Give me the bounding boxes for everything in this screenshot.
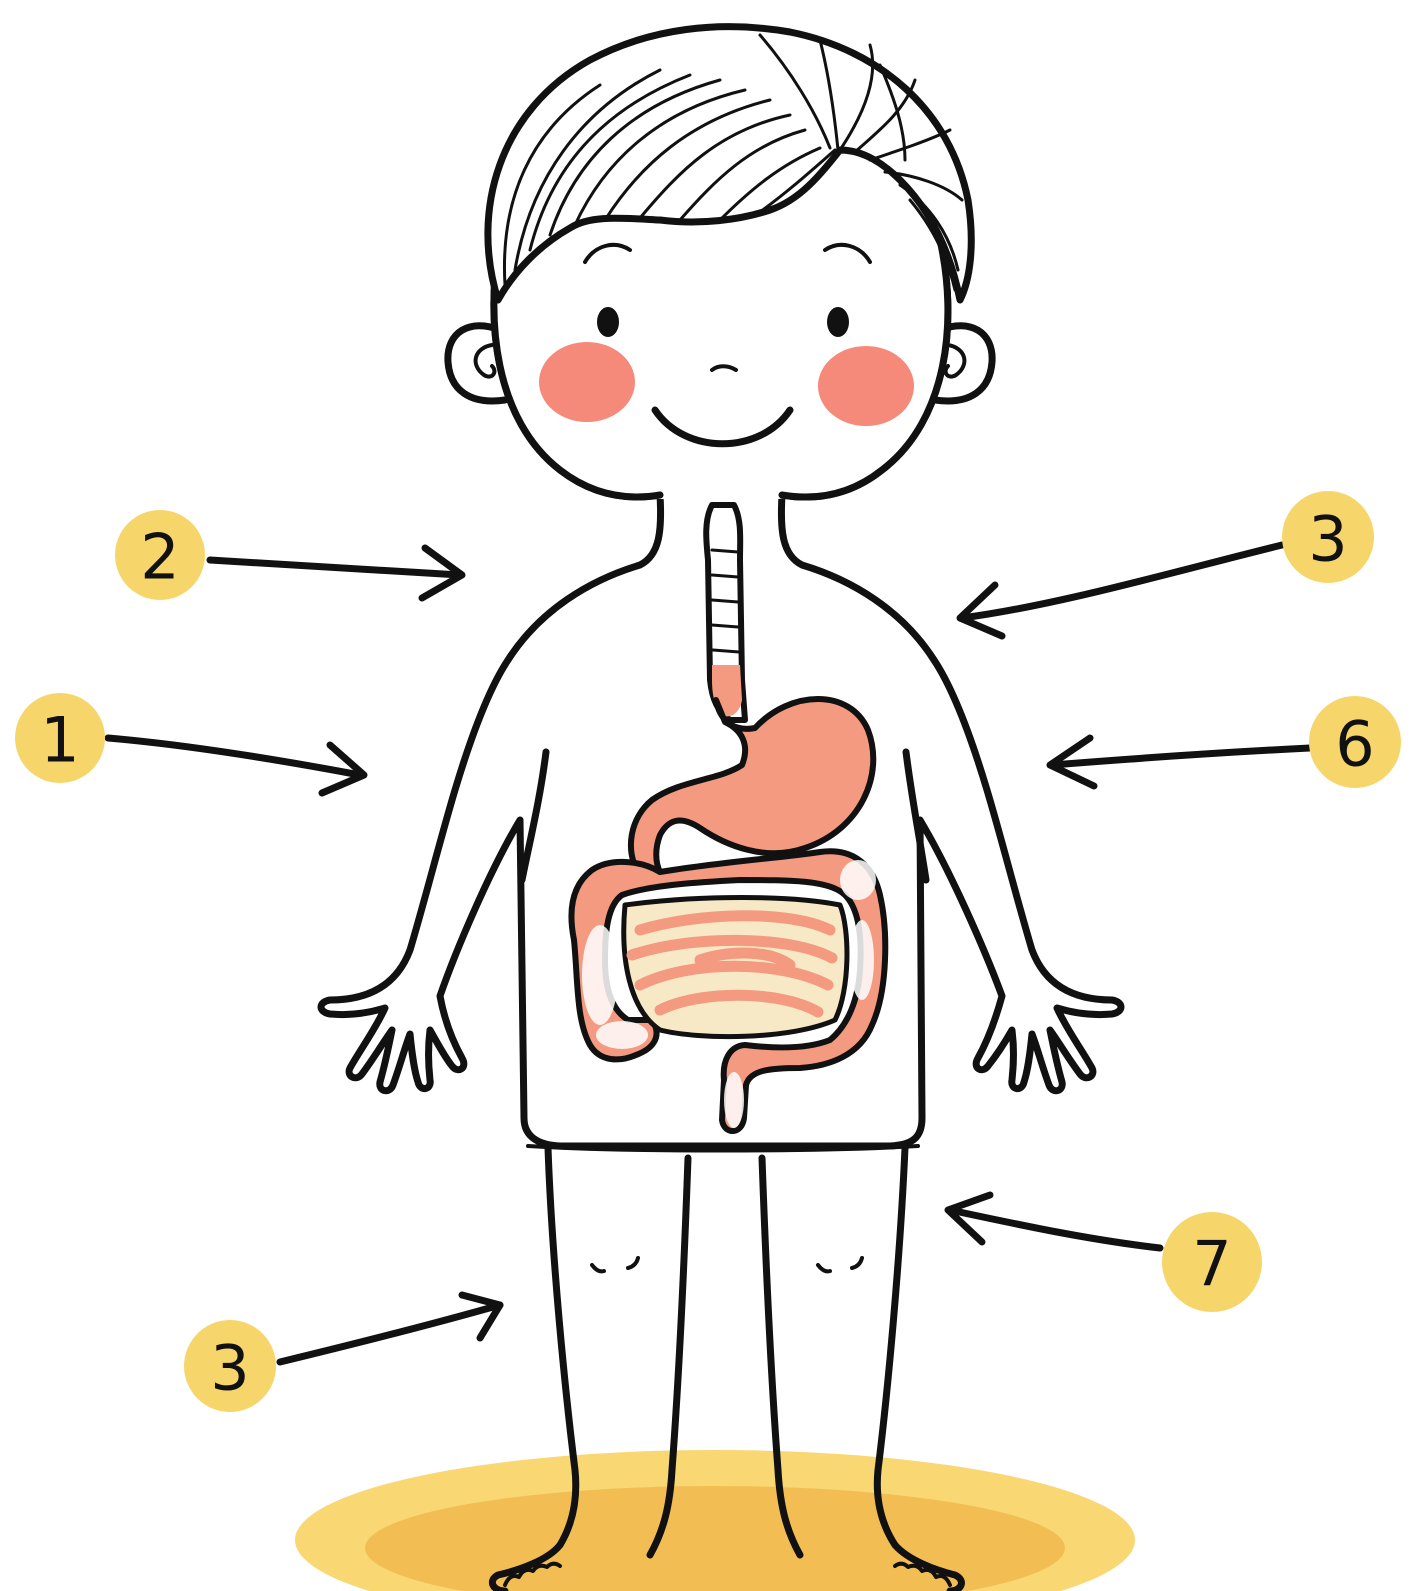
badge-label-6: 6: [1309, 696, 1401, 788]
ground-patch: [295, 1450, 1135, 1591]
badge-label-7: 7: [1162, 1212, 1262, 1312]
label-3-lower-text: 3: [210, 1332, 249, 1405]
label-6-text: 6: [1335, 708, 1374, 781]
badge-label-3-upper: 3: [1282, 491, 1374, 583]
left-knee-marks: [592, 1258, 638, 1271]
label-3-upper-text: 3: [1308, 503, 1347, 576]
badge-label-2: 2: [115, 510, 205, 600]
esophagus: [706, 505, 745, 720]
left-eye: [597, 307, 619, 337]
right-arm-inner-line: [906, 752, 926, 880]
arrow-label-2: [210, 548, 462, 598]
right-eye: [827, 307, 849, 337]
right-knee-marks: [818, 1258, 862, 1271]
arrow-label-7: [948, 1195, 1160, 1248]
stomach: [631, 699, 873, 872]
arrow-label-3-lower: [280, 1295, 500, 1362]
label-2-text: 2: [140, 521, 179, 594]
left-cheek: [539, 342, 635, 422]
small-intestine: [624, 898, 847, 1037]
right-cheek: [818, 346, 914, 426]
left-ear-inner: [476, 345, 495, 377]
label-1-text: 1: [40, 704, 79, 777]
badge-label-3-lower: 3: [184, 1320, 276, 1412]
arrow-label-1: [108, 738, 364, 793]
left-arm-inner-line: [522, 752, 546, 880]
badge-label-1: 1: [15, 693, 105, 783]
label-7-text: 7: [1192, 1228, 1231, 1301]
head: [448, 27, 992, 500]
arrow-label-3-upper: [960, 545, 1282, 636]
arrow-label-6: [1050, 738, 1310, 786]
